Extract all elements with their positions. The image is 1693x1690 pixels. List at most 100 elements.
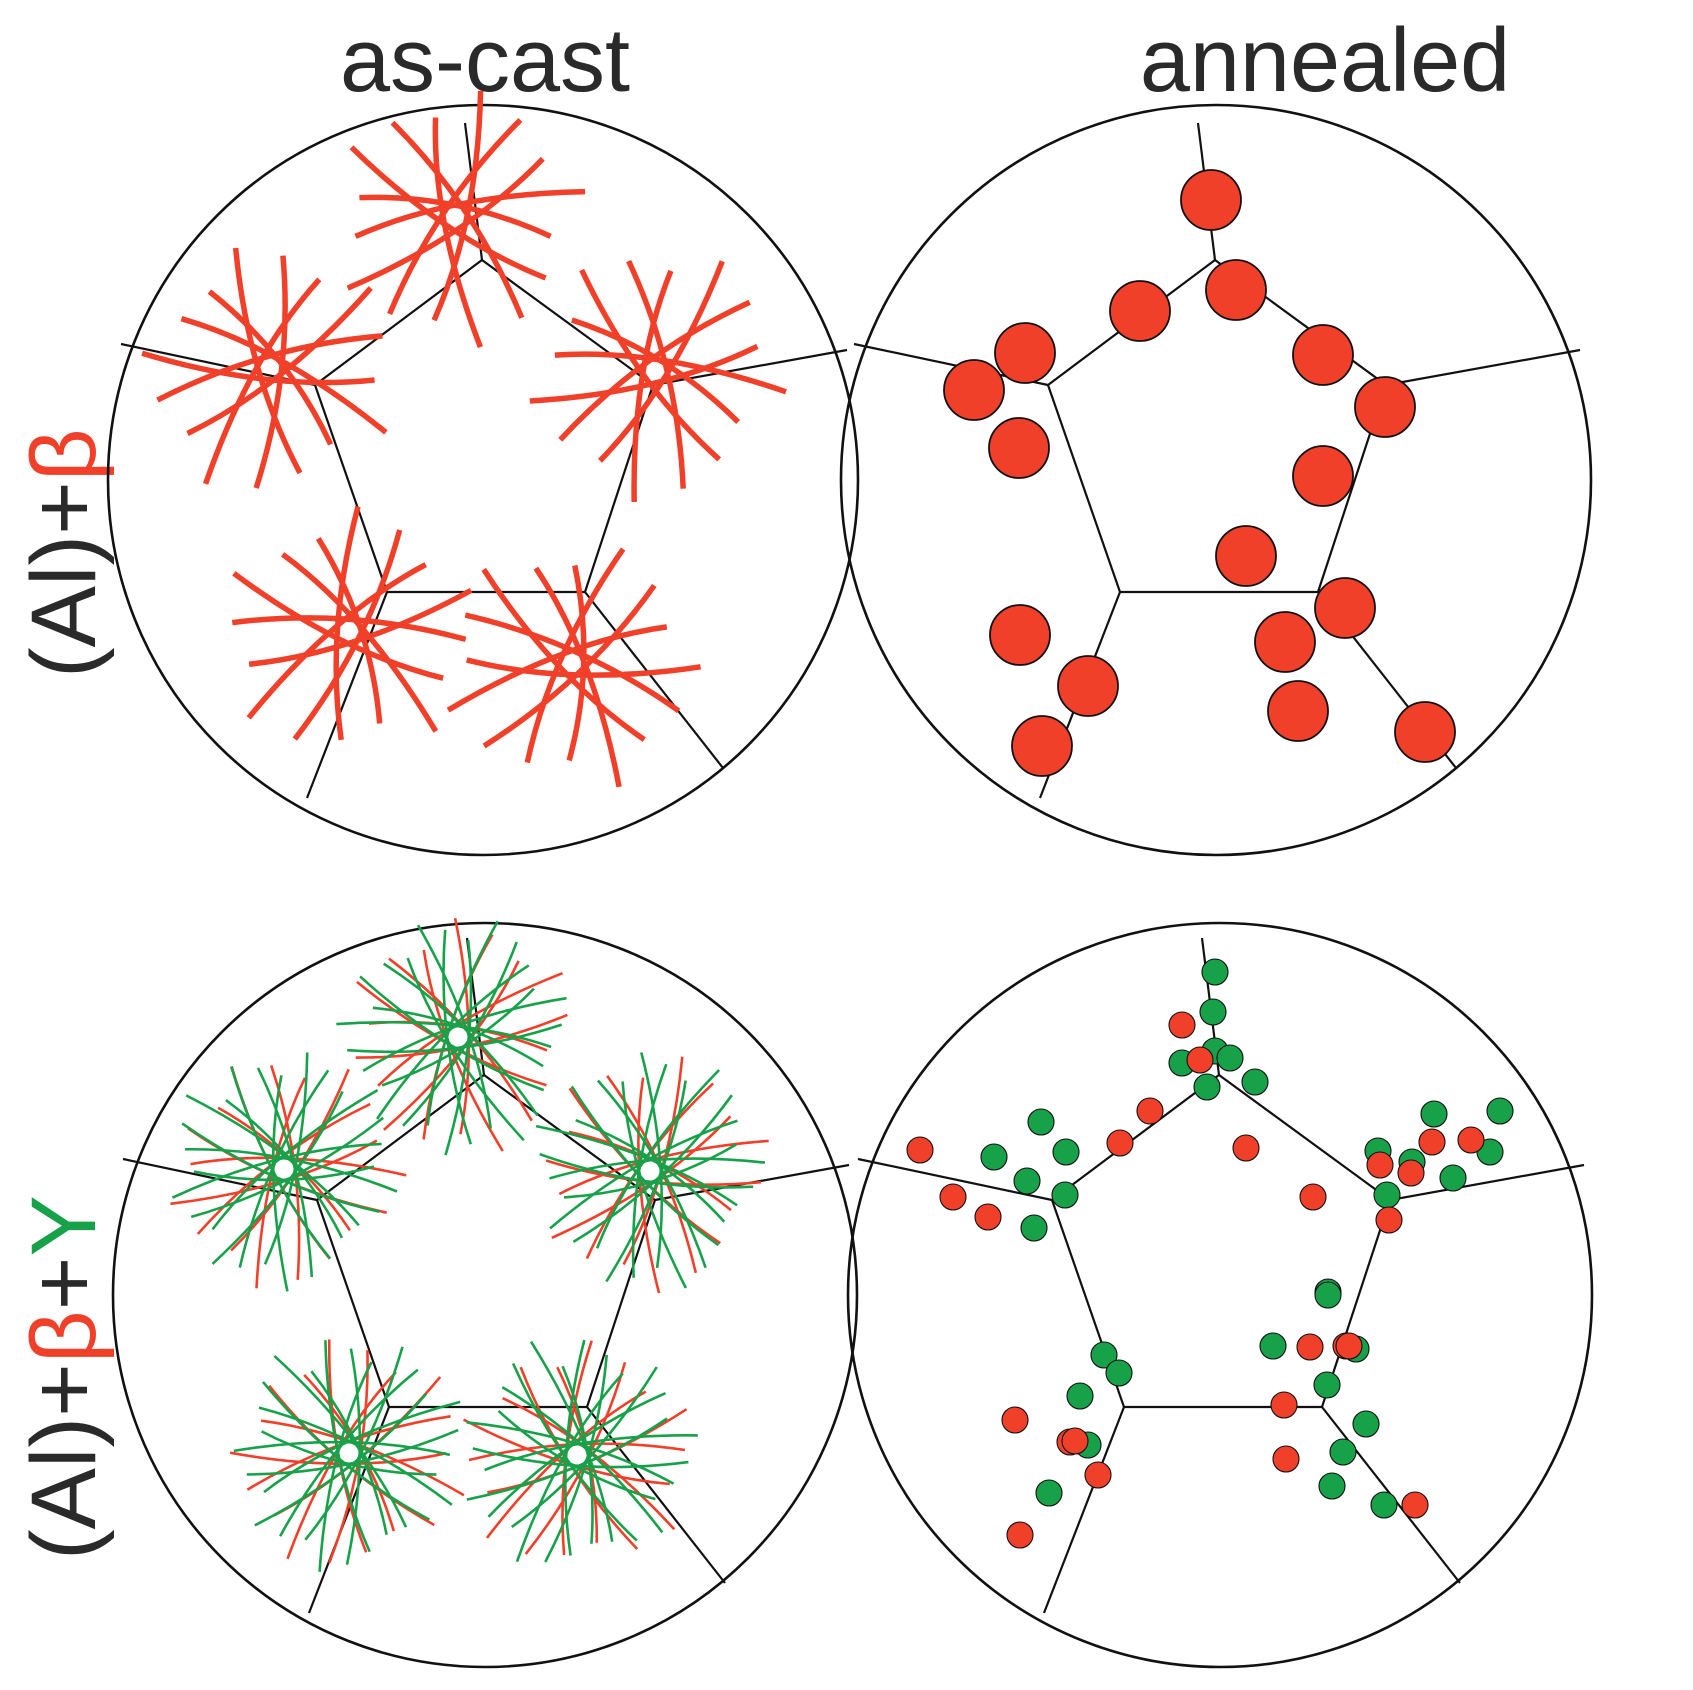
third-phase-particle — [1013, 1167, 1041, 1195]
third-phase-needle — [246, 1428, 459, 1476]
beta-needle — [468, 1442, 686, 1462]
third-phase-needle — [211, 1088, 379, 1231]
third-phase-needle — [484, 1434, 698, 1472]
beta-particle — [1205, 259, 1267, 321]
grain-boundary — [586, 1406, 726, 1584]
third-phase-needle — [233, 1440, 451, 1457]
beta-particle — [1109, 280, 1171, 342]
beta-particle — [994, 322, 1056, 384]
third-phase-particle — [1105, 1359, 1133, 1387]
third-phase-particle — [980, 1143, 1008, 1171]
beta-particle — [1299, 1183, 1327, 1211]
beta-particle — [1375, 1206, 1403, 1234]
grain-boundary — [307, 1406, 391, 1614]
third-phase-needle — [347, 1023, 563, 1054]
beta-particle — [974, 1203, 1002, 1231]
third-phase-particle — [1020, 1214, 1048, 1242]
third-phase-needle — [535, 1124, 738, 1207]
beta-particle — [988, 417, 1050, 479]
beta-needle — [387, 118, 523, 316]
beta-needle — [481, 567, 646, 742]
third-phase-particle — [1352, 1410, 1380, 1438]
third-phase-needle — [529, 1340, 614, 1542]
beta-needle — [354, 188, 586, 239]
panel-top-left — [106, 90, 860, 857]
beta-needle — [585, 1082, 714, 1260]
beta-needle — [466, 657, 702, 678]
third-phase-particle — [1201, 958, 1229, 986]
grain-boundary — [305, 591, 389, 799]
beta-particle — [1267, 680, 1329, 742]
third-phase-needle — [549, 1119, 738, 1230]
third-phase-particle — [1027, 1108, 1055, 1136]
grain-boundary — [584, 591, 724, 769]
third-phase-particle — [1313, 1371, 1341, 1399]
beta-particle — [906, 1136, 934, 1164]
beta-needle — [554, 351, 787, 395]
beta-needle — [246, 562, 427, 720]
third-phase-particle — [1314, 1281, 1342, 1309]
grain-boundary — [1389, 1163, 1585, 1202]
panel-top-right — [839, 103, 1593, 857]
beta-particle — [1418, 1128, 1446, 1156]
beta-needle — [180, 316, 388, 435]
specimen-outline — [106, 103, 860, 857]
beta-needle — [231, 615, 467, 643]
beta-needle — [529, 343, 759, 404]
beta-particle — [1084, 1461, 1112, 1489]
third-phase-particle — [1216, 1044, 1244, 1072]
beta-particle — [1136, 1097, 1164, 1125]
beta-needle — [280, 552, 439, 733]
beta-particle — [1354, 376, 1416, 438]
grain-boundary — [313, 258, 655, 594]
specimen-outline — [111, 921, 859, 1669]
beta-needle — [631, 269, 674, 503]
beta-particle — [1006, 1521, 1034, 1549]
beta-particle — [1168, 1011, 1196, 1039]
beta-particle — [1394, 701, 1456, 763]
third-phase-needle — [263, 1400, 461, 1494]
third-phase-needle — [572, 1094, 733, 1244]
beta-particle — [1011, 715, 1073, 777]
third-phase-particle — [1193, 1073, 1221, 1101]
beta-needle — [598, 260, 725, 463]
beta-needle — [203, 277, 322, 485]
beta-particle — [1215, 525, 1277, 587]
third-phase-needle — [336, 1020, 552, 1049]
grain-boundary — [1042, 1406, 1126, 1614]
third-phase-needle — [426, 920, 499, 1126]
beta-particle — [1106, 1129, 1134, 1157]
column-title-as-cast: as-cast — [339, 11, 631, 111]
beta-particle — [939, 1183, 967, 1211]
beta-needle — [156, 333, 383, 403]
third-phase-particle — [1066, 1382, 1094, 1410]
beta-needle — [346, 156, 545, 291]
grain-boundary — [857, 1157, 1053, 1202]
beta-needle — [141, 350, 375, 386]
beta-needle — [432, 117, 483, 349]
third-phase-needle — [376, 964, 530, 1120]
beta-needle — [558, 299, 751, 442]
beta-particle — [1296, 1333, 1324, 1361]
beta-particle — [1057, 655, 1119, 717]
beta-particle — [1186, 1046, 1214, 1074]
specimen-outline — [846, 921, 1594, 1669]
beta-needle — [255, 1077, 307, 1289]
beta-particle — [943, 359, 1005, 421]
beta-needle — [349, 145, 547, 281]
third-phase-particle — [1373, 1181, 1401, 1209]
third-phase-particle — [1199, 998, 1227, 1026]
third-phase-particle — [1052, 1138, 1080, 1166]
beta-needle — [232, 571, 444, 681]
panel-bottom-left — [111, 917, 859, 1669]
grain-boundary — [1046, 258, 1388, 594]
third-phase-particle — [1318, 1472, 1346, 1500]
third-phase-needle — [190, 1116, 385, 1219]
beta-particle — [989, 604, 1051, 666]
third-phase-needle — [539, 1152, 754, 1189]
beta-particle — [1232, 1134, 1260, 1162]
third-phase-particle — [1090, 1341, 1118, 1369]
beta-particle — [1272, 1445, 1300, 1473]
